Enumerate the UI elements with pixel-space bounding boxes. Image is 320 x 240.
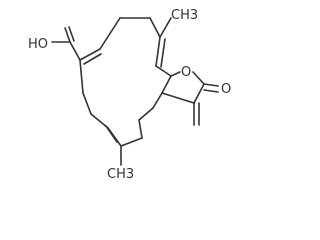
ring-bond-14	[82, 92, 92, 115]
ring-bond-11	[120, 137, 143, 147]
ring-bond-10	[138, 119, 143, 139]
bond-acid-c-o-2	[68, 26, 75, 42]
hydroxyl-label: HO	[28, 37, 48, 52]
lactone-carbonyl-bond-1	[203, 83, 219, 87]
methyl-top-label: CH3	[171, 8, 198, 23]
ring-bond-8	[152, 92, 163, 109]
ring-bond-7	[161, 75, 172, 94]
lactone-carbonyl-bond-2	[203, 89, 219, 93]
ring-bond-5	[155, 36, 161, 67]
ring-bond-2	[99, 17, 121, 50]
lactone-bond-o-c	[170, 71, 181, 77]
bond-acid-c-o-1	[64, 27, 71, 43]
ring-bond-9	[138, 107, 154, 121]
methyl-bottom-label: CH3	[107, 167, 134, 181]
lactone-bond-c-o	[192, 71, 205, 85]
ring-bond-1-double	[83, 53, 102, 65]
ring-bond-1	[79, 48, 101, 61]
ring-bond-5-double	[160, 38, 166, 68]
lactone-bond-c-c	[161, 92, 195, 104]
ring-oxygen-label: O	[181, 65, 191, 80]
ring-bond-13	[90, 113, 109, 129]
bond-methyl-top	[159, 17, 172, 38]
molecule-structure: HO CH3 CH3 O O	[28, 8, 231, 181]
ring-bond-4	[149, 17, 161, 38]
carbonyl-oxygen-label: O	[221, 82, 231, 97]
bond-cooh-c-to-ring	[69, 41, 81, 61]
ring-bond-15	[79, 59, 84, 94]
ring-bond-6	[155, 65, 172, 77]
lactone-bond-ring-c-c	[193, 83, 205, 104]
